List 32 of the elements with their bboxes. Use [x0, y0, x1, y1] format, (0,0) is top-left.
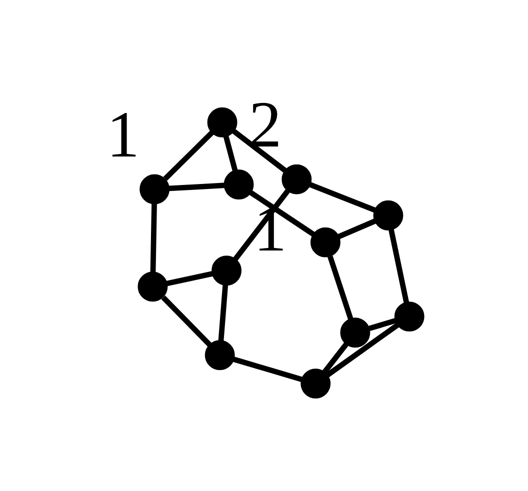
connector [368, 318, 396, 331]
connector [166, 270, 214, 286]
connector [326, 322, 400, 378]
connector [150, 202, 157, 273]
connector [233, 188, 290, 261]
node-circle [212, 256, 242, 286]
node-circle [138, 272, 168, 302]
node-circle [373, 200, 404, 230]
node-circle [204, 340, 235, 370]
connector [168, 182, 226, 192]
connector [218, 284, 228, 342]
node-circle [310, 227, 340, 258]
node-label: 2 [248, 88, 282, 162]
connector [161, 295, 212, 347]
connector [163, 130, 214, 181]
node-circle [300, 368, 331, 399]
connector [338, 218, 377, 240]
connector [223, 134, 238, 172]
connector [232, 356, 303, 382]
node-circle [282, 164, 312, 194]
connector [308, 182, 376, 213]
node-circle [394, 302, 424, 332]
node-circle [140, 174, 170, 204]
node-circle [207, 107, 238, 138]
connector [232, 129, 287, 173]
node-label: 1 [106, 98, 140, 172]
connector [249, 190, 316, 237]
connector [388, 228, 410, 304]
connector [322, 342, 349, 374]
connector [328, 256, 354, 320]
node-circle [224, 170, 254, 200]
node-circle [340, 318, 370, 348]
